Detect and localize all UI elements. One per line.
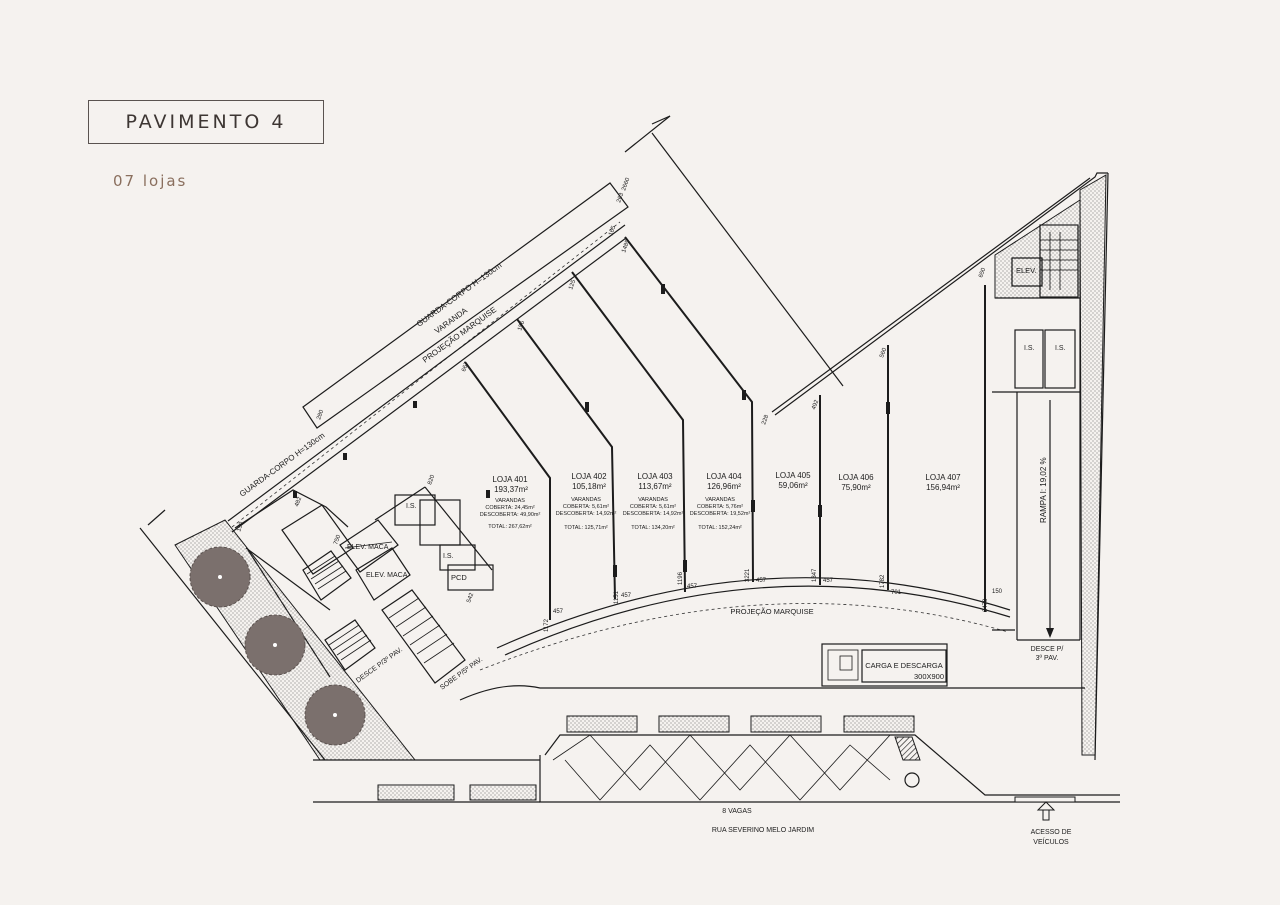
dimension-labels: 2660 263 165 1485 125 156 667 482 150 28… [236, 176, 1002, 632]
store-401-descoberta: DESCOBERTA: 49,90m² [480, 512, 541, 518]
svg-text:165: 165 [608, 225, 617, 237]
label-rampa: RAMPA I: 19,02 % [1039, 457, 1048, 523]
store-402-varandas: VARANDAS [571, 497, 601, 503]
stairs-left [302, 550, 376, 671]
store-404-descoberta: DESCOBERTA: 19,52m² [690, 511, 751, 517]
label-carga-1: CARGA E DESCARGA [865, 661, 943, 670]
svg-text:156: 156 [517, 320, 526, 332]
garden-left [139, 509, 417, 761]
store-403-descoberta: DESCOBERTA: 14,92m² [623, 511, 684, 517]
store-401-varandas: VARANDAS [495, 498, 525, 504]
label-desce-right-1: DESCE P/ [1031, 646, 1064, 653]
store-407-area: 156,94m² [926, 483, 960, 492]
store-401-name: LOJA 401 [492, 475, 528, 484]
veranda-outline [302, 182, 629, 429]
core-right [992, 224, 1081, 641]
svg-text:482: 482 [294, 496, 303, 508]
label-acesso-1: ACESSO DE [1031, 829, 1072, 836]
label-elev-maca-1: ELEV. MACA [347, 544, 389, 551]
store-404-name: LOJA 404 [706, 472, 742, 481]
svg-text:560: 560 [879, 347, 888, 359]
store-405-name: LOJA 405 [775, 471, 811, 480]
svg-text:457: 457 [687, 584, 698, 590]
parking [313, 643, 1120, 821]
page-subtitle: 07 lojas [113, 172, 188, 190]
store-402-descoberta: DESCOBERTA: 14,92m² [556, 511, 617, 517]
label-carga-2: 300X900 [914, 672, 944, 681]
svg-text:2660: 2660 [621, 176, 631, 191]
label-rua: RUA SEVERINO MELO JARDIM [712, 827, 814, 834]
store-402-name: LOJA 402 [571, 472, 607, 481]
svg-text:542: 542 [466, 592, 475, 604]
label-elev-maca-2: ELEV. MACA [366, 572, 408, 579]
page-title: PAVIMENTO 4 [125, 111, 287, 133]
title-box: PAVIMENTO 4 [88, 100, 324, 144]
svg-text:280: 280 [316, 409, 325, 421]
store-402-area: 105,18m² [572, 482, 606, 491]
store-401-coberta: COBERTA: 24,45m² [485, 505, 534, 511]
svg-text:457: 457 [621, 593, 632, 599]
label-is-4: I.S. [1055, 345, 1066, 352]
store-405-area: 59,06m² [778, 481, 808, 490]
store-403-area: 113,67m² [638, 482, 672, 491]
svg-text:125: 125 [568, 279, 577, 291]
svg-text:457: 457 [553, 609, 564, 615]
store-403-name: LOJA 403 [637, 472, 673, 481]
svg-text:150: 150 [236, 521, 245, 533]
label-elev: ELEV. [1016, 266, 1037, 275]
label-is-2: I.S. [443, 553, 454, 560]
store-403-varandas: VARANDAS [638, 497, 668, 503]
store-402-total: TOTAL: 125,71m² [564, 525, 608, 531]
svg-text:701: 701 [891, 590, 902, 596]
svg-text:1172: 1172 [544, 618, 550, 632]
store-404-area: 126,96m² [707, 482, 741, 491]
svg-text:750: 750 [333, 534, 342, 546]
svg-text:2478: 2478 [983, 598, 989, 612]
store-401-total: TOTAL: 267,62m² [488, 524, 532, 530]
svg-text:228: 228 [761, 414, 770, 426]
svg-text:1151: 1151 [614, 590, 620, 604]
store-404-coberta: COBERTA: 5,76m² [697, 504, 743, 510]
store-406-area: 75,90m² [841, 483, 871, 492]
svg-text:150: 150 [992, 589, 1003, 595]
svg-text:667: 667 [461, 361, 470, 373]
svg-text:820: 820 [427, 474, 436, 486]
store-406-name: LOJA 406 [838, 473, 874, 482]
svg-text:650: 650 [978, 267, 987, 279]
label-projecao-marquise-front: PROJEÇÃO MARQUISE [730, 607, 813, 616]
label-sobe: SOBE P/5º PAV. [439, 656, 484, 691]
svg-text:457: 457 [756, 578, 767, 584]
label-vagas: 8 VAGAS [722, 808, 752, 815]
svg-text:1485: 1485 [621, 238, 631, 253]
label-desce-left: DESCE P/3º PAV. [355, 646, 404, 684]
label-guarda-corpo-lower: GUARDA-CORPO H=130cm [238, 431, 327, 499]
svg-text:1196: 1196 [678, 571, 684, 585]
store-407-name: LOJA 407 [925, 473, 961, 482]
columns [293, 284, 890, 577]
stairs-right [381, 589, 466, 684]
store-401-area: 193,37m² [494, 485, 528, 494]
svg-text:263: 263 [616, 192, 625, 204]
store-403-coberta: COBERTA: 5,61m² [630, 504, 676, 510]
store-404-varandas: VARANDAS [705, 497, 735, 503]
label-desce-right-2: 3º PAV. [1036, 655, 1059, 662]
label-is-3: I.S. [1024, 345, 1035, 352]
svg-text:1347: 1347 [812, 568, 818, 582]
label-acesso-2: VEÍCULOS [1033, 837, 1069, 846]
svg-text:492: 492 [811, 399, 820, 411]
store-404-total: TOTAL: 152,24m² [698, 525, 742, 531]
label-is-1: I.S. [406, 503, 417, 510]
core-block [234, 486, 494, 684]
store-402-coberta: COBERTA: 5,61m² [563, 504, 609, 510]
label-pcd: PCD [451, 573, 467, 582]
svg-text:1782: 1782 [880, 574, 886, 588]
svg-text:457: 457 [823, 578, 834, 584]
store-403-total: TOTAL: 134,20m² [631, 525, 675, 531]
svg-text:3221: 3221 [745, 568, 751, 582]
